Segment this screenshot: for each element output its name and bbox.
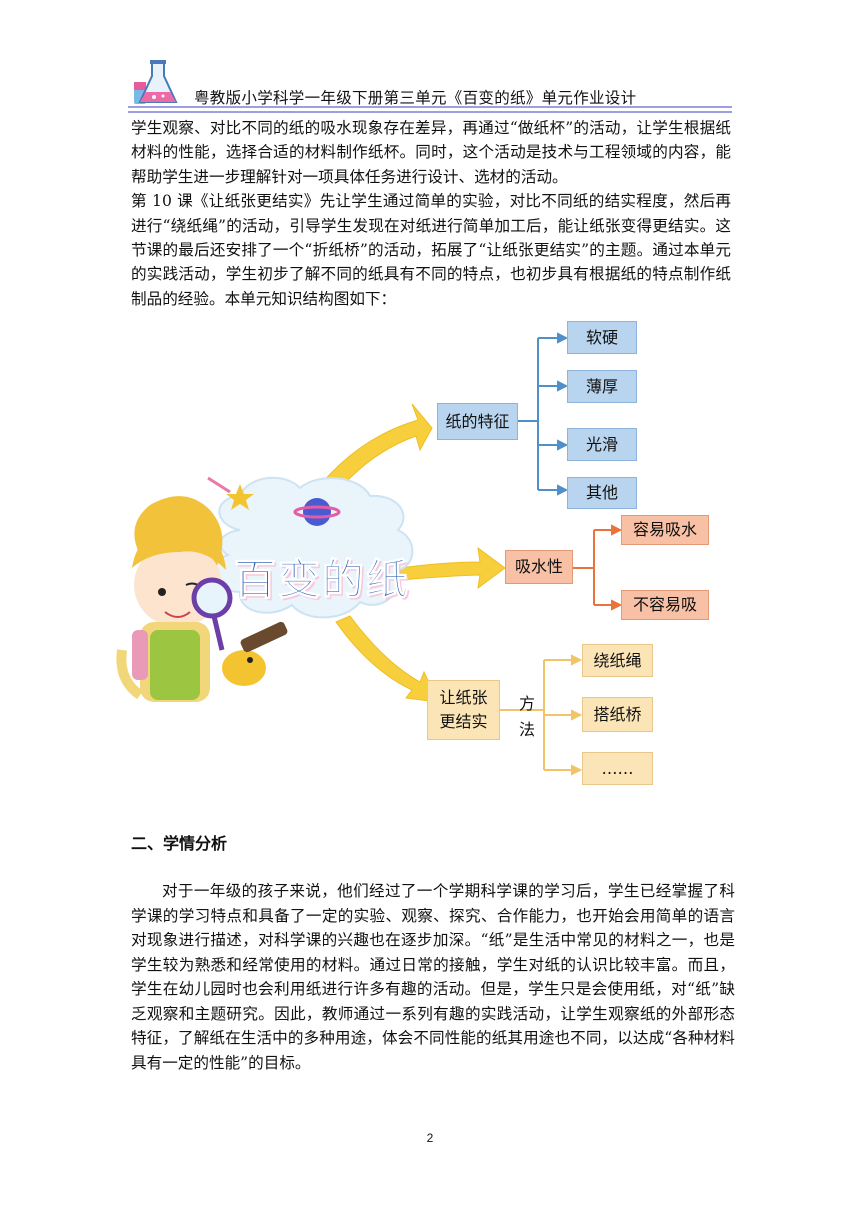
node-absorbency-item: 不容易吸: [621, 590, 709, 620]
node-stronger-line1: 让纸张: [439, 688, 488, 707]
method-label-1: 方: [519, 694, 536, 713]
section-title: 二、学情分析: [131, 834, 228, 853]
child-illustration: [116, 496, 288, 702]
arrow-to-absorb: [399, 546, 506, 590]
node-feature-item: 薄厚: [567, 370, 637, 403]
diagram-graphics: [116, 332, 623, 776]
paragraph-2: 第 10 课《让纸张更结实》先让学生通过简单的实验，对比不同纸的结实程度，然后再…: [131, 192, 731, 308]
node-method-item: ……: [582, 752, 653, 785]
arrow-to-stronger: [335, 615, 439, 703]
node-absorbency: 吸水性: [505, 550, 573, 584]
header-rule: [128, 106, 732, 108]
center-cloud: [207, 476, 414, 619]
connector-blue: [510, 332, 569, 496]
analysis-paragraph: 对于一年级的孩子来说，他们经过了一个学期科学课的学习后，学生已经掌握了科学课的学…: [131, 882, 735, 1072]
node-feature-item: 软硬: [567, 321, 637, 354]
connector-yellow: [500, 654, 583, 776]
node-feature-item: 其他: [567, 477, 637, 509]
node-feature-item: 光滑: [567, 428, 637, 461]
node-features: 纸的特征: [437, 403, 518, 440]
knowledge-structure-diagram: 纸的特征 软硬 薄厚 光滑 其他 吸水性 容易吸水 不容易吸 让纸张 更结实 方…: [0, 300, 860, 800]
page-number: 2: [426, 1131, 434, 1145]
flask-icon: [134, 60, 178, 104]
header-rule-secondary: [128, 111, 732, 113]
center-title: 百变的纸: [234, 555, 411, 605]
method-label-2: 法: [519, 720, 536, 739]
node-stronger-line2: 更结实: [439, 712, 488, 731]
node-method-item: 绕纸绳: [582, 644, 653, 677]
student-analysis-text: 对于一年级的孩子来说，他们经过了一个学期科学课的学习后，学生已经掌握了科学课的学…: [131, 879, 735, 1075]
header-title: 粤教版小学科学一年级下册第三单元《百变的纸》单元作业设计: [194, 89, 637, 107]
paragraph-1: 学生观察、对比不同的纸的吸水现象存在差异，再通过“做纸杯”的活动，让学生根据纸材…: [131, 119, 731, 186]
page-header: 粤教版小学科学一年级下册第三单元《百变的纸》单元作业设计: [128, 58, 732, 116]
node-stronger: 让纸张 更结实: [427, 680, 500, 740]
unit-intro-text: 学生观察、对比不同的纸的吸水现象存在差异，再通过“做纸杯”的活动，让学生根据纸材…: [131, 116, 731, 311]
connector-orange: [572, 524, 623, 611]
node-absorbency-item: 容易吸水: [621, 515, 709, 545]
node-method-item: 搭纸桥: [582, 697, 653, 732]
